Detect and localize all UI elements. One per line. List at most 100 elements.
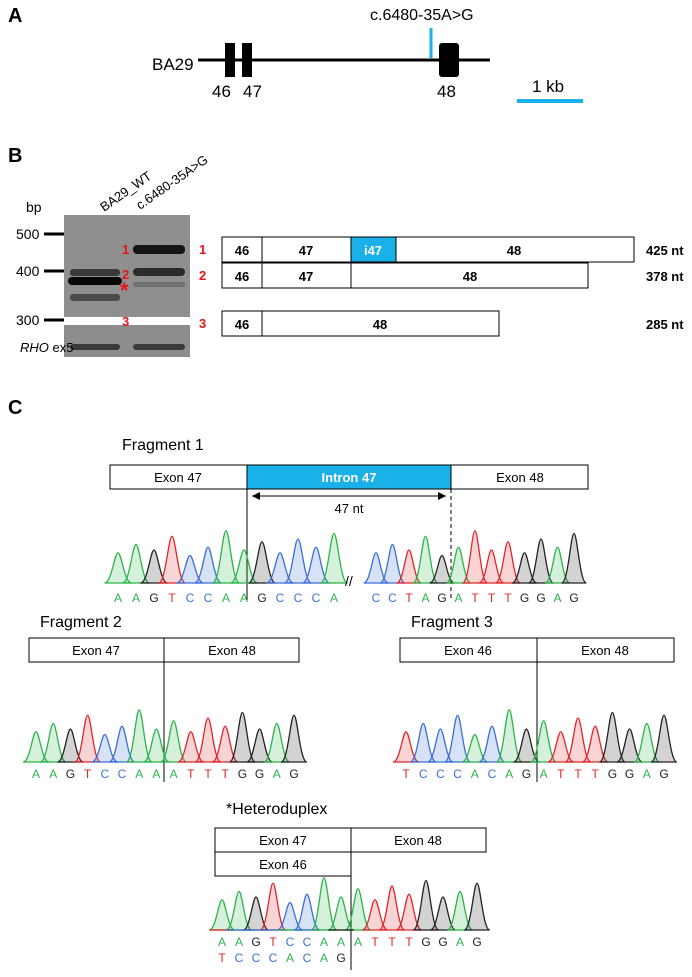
f1-right-base-letter: A xyxy=(454,591,462,605)
gel-band-wt-3 xyxy=(70,294,120,301)
fragment-1-seg-47: 47 xyxy=(299,243,313,258)
hd-top-peak xyxy=(344,888,372,931)
loading-control-label: RHO ex5 xyxy=(20,340,73,355)
f1-right-peak xyxy=(511,552,538,584)
hd-bottom-base-letter: A xyxy=(320,951,328,965)
hd-top-peak xyxy=(378,885,406,931)
fragment-num-3: 3 xyxy=(199,316,206,331)
f3-base-letter: G xyxy=(522,767,531,781)
fragment-2-seg-47: 47 xyxy=(299,269,313,284)
f2-peak xyxy=(22,731,50,763)
f3-exon46-label: Exon 46 xyxy=(444,643,492,658)
hd-top-base-letter: G xyxy=(438,935,447,949)
f1-right-peak xyxy=(363,552,389,584)
f2-base-letter: A xyxy=(32,767,40,781)
f2-base-letter: T xyxy=(84,767,92,781)
fragment-2-title: Fragment 2 xyxy=(40,614,122,631)
f2-peak xyxy=(246,728,273,763)
hd-top-base-letter: A xyxy=(337,935,345,949)
f1-right-base-letter: T xyxy=(488,591,496,605)
f3-exon48-label: Exon 48 xyxy=(581,643,629,658)
fragment-3-outline xyxy=(221,310,500,337)
f3-peak xyxy=(530,720,557,763)
f2-peak xyxy=(263,722,291,763)
gene-label: BA29 xyxy=(152,55,194,74)
f3-peak xyxy=(427,728,454,763)
f1-exon47-label: Exon 47 xyxy=(154,470,202,485)
gel-band-mut-1 xyxy=(133,245,185,254)
f2-base-letter: C xyxy=(100,767,109,781)
f2-peak xyxy=(280,714,308,763)
f1-left-peak xyxy=(211,530,241,584)
hd-top-base-letter: G xyxy=(251,935,260,949)
f1-left-base-letter: A xyxy=(240,591,248,605)
hd-top-peak xyxy=(446,890,474,931)
f3-peak xyxy=(478,725,506,763)
f3-base-letter: C xyxy=(419,767,428,781)
f1-exon47-box xyxy=(109,464,248,490)
f1-left-peak xyxy=(248,541,276,584)
exon-label-46: 46 xyxy=(212,82,231,101)
f1-right-base-letter: C xyxy=(388,591,397,605)
f2-base-letter: G xyxy=(238,767,247,781)
f1-left-peak xyxy=(157,535,187,584)
f2-base-letter: G xyxy=(289,767,298,781)
f1-left-peak xyxy=(122,543,150,584)
f2-base-letter: A xyxy=(135,767,143,781)
f1-left-base-letter: C xyxy=(294,591,303,605)
fragment-1-seg-46: 46 xyxy=(235,243,249,258)
fragment-2-outline xyxy=(221,262,589,289)
band-marker-3: 3 xyxy=(122,314,129,329)
f1-right-base-letter: T xyxy=(471,591,479,605)
gel-band-wt-heteroduplex xyxy=(68,277,122,285)
f2-peak xyxy=(39,722,67,763)
fragment-num-1: 1 xyxy=(199,242,206,257)
panel-b-letter: B xyxy=(8,145,22,167)
f3-peak xyxy=(495,709,523,763)
f2-peak xyxy=(125,709,153,763)
heteroduplex-title: *Heteroduplex xyxy=(226,801,327,818)
f2-base-letter: T xyxy=(222,767,230,781)
f1-left-peak xyxy=(302,546,330,584)
f2-base-letter: A xyxy=(49,767,57,781)
hd-exon46-box xyxy=(214,851,352,877)
fragment-size-2: 378 nt xyxy=(646,269,684,284)
f3-peak xyxy=(581,725,609,763)
f1-right-peak xyxy=(560,532,588,584)
loading-band-wt xyxy=(70,344,120,350)
hd-top-base-letter: A xyxy=(235,935,243,949)
f3-peak xyxy=(598,711,626,763)
fragment-3-seg-48: 48 xyxy=(373,317,387,332)
f3-base-letter: C xyxy=(453,767,462,781)
hd-top-peak xyxy=(276,901,304,931)
f3-base-letter: A xyxy=(540,767,548,781)
hd-top-base-letter: G xyxy=(472,935,481,949)
fragment-1-schematic: 46 47 i47 48 xyxy=(221,236,635,263)
f1-left-base-letter: A xyxy=(330,591,338,605)
f2-base-letter: G xyxy=(66,767,75,781)
f3-base-letter: G xyxy=(608,767,617,781)
fragment-2-seg-46: 46 xyxy=(235,269,249,284)
fragment-3-schematic: 46 48 xyxy=(221,310,500,337)
hd-top-peak xyxy=(463,882,491,931)
f3-base-letter: T xyxy=(402,767,410,781)
f3-peak xyxy=(444,714,472,763)
f1-left-peak xyxy=(266,552,294,584)
hd-exon47-label: Exon 47 xyxy=(259,833,307,848)
hd-bottom-base-letter: C xyxy=(269,951,278,965)
f3-base-letter: G xyxy=(659,767,668,781)
fragment-1-outline xyxy=(221,236,635,263)
exon-label-47: 47 xyxy=(243,82,262,101)
f3-base-letter: C xyxy=(488,767,497,781)
fragment-1-seg-48: 48 xyxy=(507,243,521,258)
fragment-2-schematic: 46 47 48 xyxy=(221,262,589,289)
f3-peak xyxy=(409,722,437,763)
hd-exon46-label: Exon 46 xyxy=(259,857,307,872)
panel-a: A BA29 c.6480-35A>G 46 47 48 1 kb xyxy=(8,5,583,103)
scale-bar-label: 1 kb xyxy=(532,77,564,96)
f2-base-letter: A xyxy=(170,767,178,781)
f1-right-base-letter: G xyxy=(536,591,545,605)
f1-intron47-box xyxy=(246,464,452,490)
f3-base-letter: T xyxy=(592,767,600,781)
